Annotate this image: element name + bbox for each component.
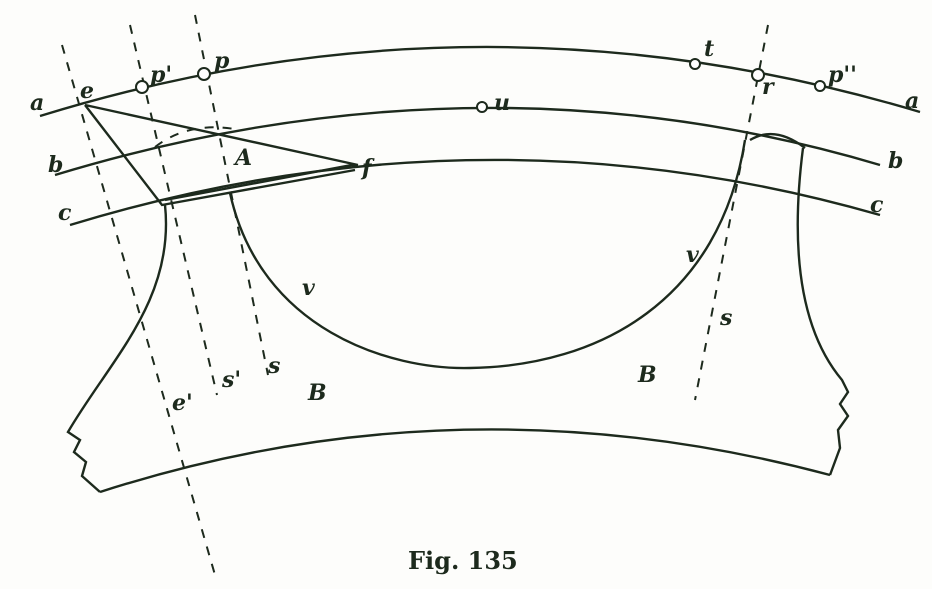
arc-a	[39, 45, 921, 118]
point-p	[197, 67, 211, 81]
label-p: p	[214, 48, 230, 74]
label-u: u	[494, 90, 510, 116]
label-B-left: B	[307, 380, 327, 406]
tooth-A	[84, 103, 359, 207]
point-t	[689, 58, 701, 70]
tooth-hump	[749, 132, 806, 149]
point-u	[476, 101, 488, 113]
label-B-right: B	[637, 362, 657, 388]
label-v-left: v	[302, 275, 315, 301]
tooth-space-v	[228, 139, 747, 370]
right-boundary	[796, 147, 850, 476]
label-c-right: c	[870, 192, 884, 218]
label-v-right: v	[686, 242, 699, 268]
point-p-double	[814, 80, 826, 92]
arc-c	[69, 158, 881, 227]
label-f: f	[360, 155, 375, 181]
label-p-prime: p'	[150, 62, 172, 88]
label-s-prime: s'	[221, 367, 241, 393]
label-b-right: b	[888, 148, 903, 174]
label-a-left: a	[30, 90, 44, 116]
dashed-line-e	[61, 44, 216, 576]
label-r: r	[762, 74, 775, 100]
point-r	[751, 68, 765, 82]
label-p-double: p''	[828, 62, 857, 88]
label-s: s	[267, 353, 280, 379]
label-s-right: s	[719, 305, 732, 331]
label-t: t	[704, 36, 714, 62]
arc-bottom	[99, 428, 831, 494]
label-a-right: a	[905, 88, 919, 114]
arc-b	[54, 106, 881, 177]
left-boundary	[66, 204, 168, 493]
point-p-prime	[135, 80, 149, 94]
dotted-arc	[154, 126, 241, 148]
label-A: A	[233, 145, 252, 171]
label-e-prime: e'	[172, 390, 193, 416]
figure-caption: Fig. 135	[408, 546, 518, 575]
label-b-left: b	[48, 152, 63, 178]
label-c-left: c	[58, 200, 72, 226]
label-e: e	[80, 78, 94, 104]
